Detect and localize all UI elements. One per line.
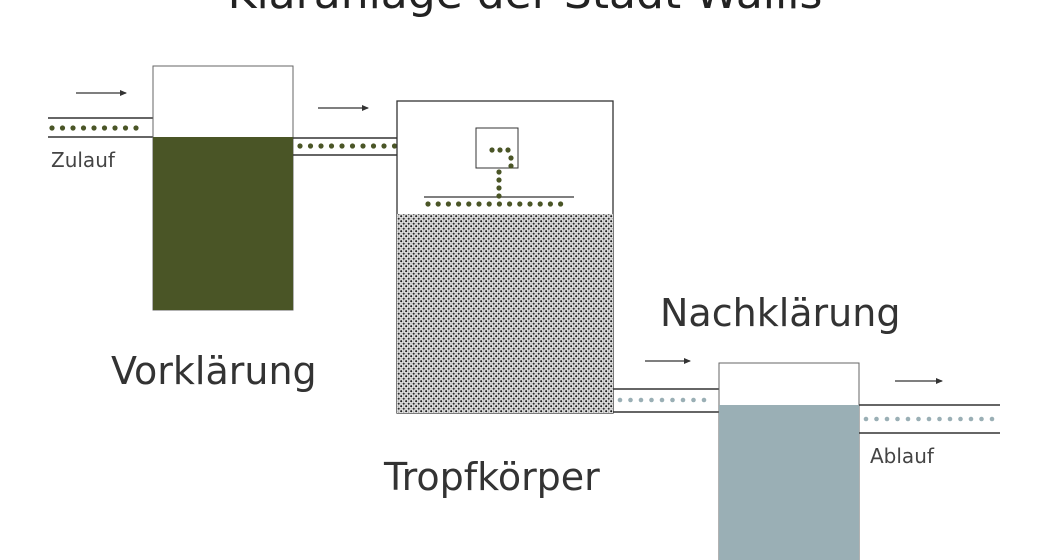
distributor-arm-dots [425,169,564,207]
flow-dot [91,125,97,131]
secondary-water-fill [719,405,859,560]
flow-dot [70,125,76,131]
flow-dot [537,201,543,207]
flow-dot [476,201,482,207]
flow-dot [497,147,503,153]
flow-dot [381,143,387,149]
flow-dot [937,416,942,422]
flow-dot [670,397,675,403]
connecting-arrow-2 [645,358,691,364]
primary-clarifier-label: Vorklärung [111,349,317,393]
flow-dot [508,163,514,169]
inflow-label: Zulauf [51,148,115,172]
flow-dot [547,201,554,207]
distributor-flow-dots [489,147,514,169]
pipe2-flow-dots [617,397,707,403]
flow-dot [489,147,495,153]
primary-clarifier-tank [152,65,294,311]
flow-dot [360,143,366,149]
flow-dot [701,397,707,403]
outflow-pipe [859,404,1000,434]
flow-dot [895,416,900,422]
inflow-pipe [48,117,155,138]
flow-dot [49,125,55,131]
flow-dot [425,201,431,207]
flow-dot [59,125,66,131]
flow-dot [496,177,502,183]
flow-dot [505,147,511,153]
connecting-arrow-1 [318,105,369,111]
flow-dot [947,416,953,422]
flow-dot [517,201,523,207]
outflow-flow-dots [863,416,995,422]
flow-dot [649,397,654,403]
distributor-arm [424,169,574,207]
flow-dot [496,185,502,191]
flow-dot [318,143,324,149]
flow-dot [638,397,644,403]
connecting-pipe-2 [613,388,720,413]
flow-dot [617,397,623,403]
gravel-media [397,214,613,413]
flow-dot [297,143,303,149]
flow-dot [466,201,472,207]
flow-dot [370,143,377,149]
flow-dot [863,416,869,422]
flow-dot [456,201,462,207]
diagram-title: Kläranlage der Stadt Wallis [0,0,1050,16]
flow-dot [496,201,502,207]
flow-dot [680,397,686,403]
flow-dot [496,169,502,175]
flow-dot [507,201,513,207]
outflow-arrow [895,378,943,384]
flow-dot [527,201,533,207]
flow-dot [508,155,514,161]
flow-dot [884,416,890,422]
flow-dot [926,416,932,422]
trickling-filter-label: Tropfkörper [384,455,600,499]
flow-dot [874,416,879,422]
flow-dot [349,143,356,149]
flow-dot [979,416,984,422]
flow-dot [486,201,492,207]
flow-dot [691,397,696,403]
inflow-arrow [76,90,127,96]
flow-dot [339,143,345,149]
flow-dot [916,416,921,422]
flow-dot [307,143,314,149]
flow-dot [958,416,963,422]
flow-dot [80,125,87,131]
flow-dot [659,397,665,403]
secondary-clarifier-tank [718,362,860,560]
distributor-box [475,127,519,169]
flow-dot [496,193,502,199]
flow-dot [968,416,974,422]
flow-dot [133,125,139,131]
flow-dot [122,125,129,131]
flow-dot [628,397,633,403]
flow-dot [445,201,451,207]
primary-sludge-fill [153,137,293,310]
flow-dot [905,416,911,422]
flow-dot [112,125,118,131]
flow-dot [558,201,564,207]
secondary-clarifier-label: Nachklärung [660,291,901,335]
flow-dot [435,201,441,207]
inflow-flow-dots [49,125,139,131]
flow-dot [391,143,398,149]
flow-dot [101,125,108,131]
flow-dot [989,416,995,422]
outflow-label: Ablauf [870,444,934,468]
flow-dot [328,143,335,149]
